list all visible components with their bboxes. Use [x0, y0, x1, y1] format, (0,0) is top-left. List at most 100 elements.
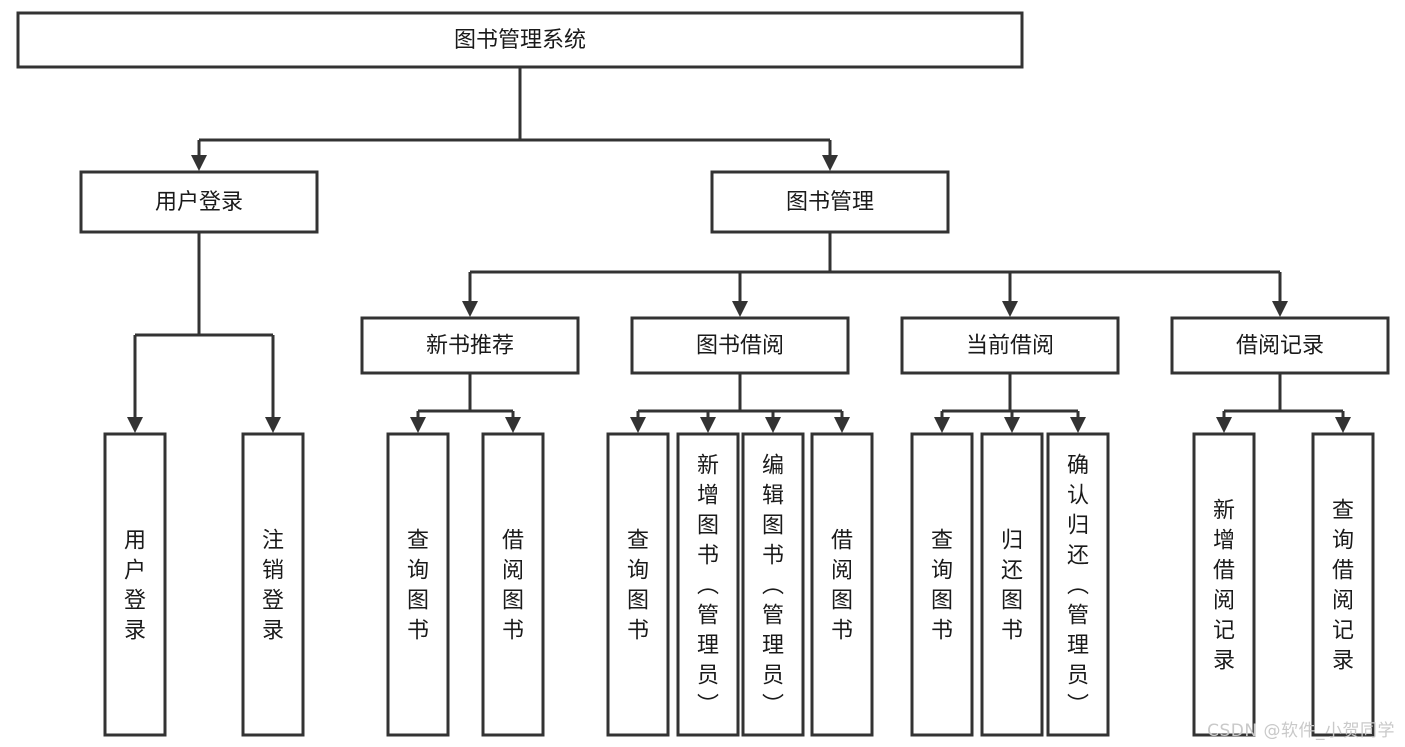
- node-leaf-borrow-book-1-label-char: 阅: [502, 559, 524, 584]
- arrow-head-icon: [1272, 301, 1288, 317]
- node-leaf-add-record-label-char: 记: [1213, 619, 1235, 644]
- node-leaf-user-login[interactable]: 用户登录: [103, 432, 167, 737]
- node-book-manage-label: 图书管理: [786, 190, 874, 215]
- node-leaf-query-book-2-label-char: 书: [627, 619, 649, 644]
- node-leaf-query-book-2-label-char: 询: [627, 559, 649, 584]
- node-new-book-recommend-label: 新书推荐: [426, 334, 514, 359]
- csdn-watermark: CSDN @软件_小贺同学: [1207, 721, 1395, 741]
- node-leaf-edit-book-label-char: 辑: [762, 484, 784, 509]
- arrow-head-icon: [1004, 417, 1020, 433]
- node-root[interactable]: 图书管理系统: [16, 11, 1024, 69]
- node-leaf-borrow-book-2-label-char: 书: [831, 619, 853, 644]
- node-leaf-query-book-1-label-char: 查: [407, 529, 429, 554]
- node-leaf-query-record-label-char: 询: [1332, 529, 1354, 554]
- node-leaf-query-record-label-char: 查: [1332, 499, 1354, 524]
- node-leaf-query-book-2-label-char: 查: [627, 529, 649, 554]
- node-leaf-edit-book-label-char: 编: [762, 454, 784, 479]
- node-leaf-confirm-return-label-char: 还: [1067, 544, 1089, 569]
- node-root-rect: [16, 11, 1024, 69]
- node-leaf-add-record-label-char: 录: [1213, 649, 1235, 674]
- node-leaf-add-book-label-char: 员: [697, 664, 719, 689]
- node-leaf-add-book-label-char: 管: [697, 604, 719, 629]
- node-leaf-query-book-3-label-char: 图: [931, 589, 953, 614]
- node-leaf-edit-book-label-char: 图: [762, 514, 784, 539]
- node-leaf-add-book-label-char: 书: [697, 544, 719, 569]
- node-leaf-confirm-return-label-char: 确: [1067, 454, 1089, 479]
- node-leaf-add-book-rect: [676, 432, 740, 737]
- node-leaf-confirm-return-label-char: 员: [1067, 664, 1089, 689]
- node-borrow-record-label: 借阅记录: [1236, 334, 1324, 359]
- node-leaf-edit-book-label-char: 员: [762, 664, 784, 689]
- node-root-label: 图书管理系统: [454, 28, 586, 53]
- node-leaf-return-book-label-char: 还: [1001, 559, 1023, 584]
- arrow-head-icon: [410, 417, 426, 433]
- node-leaf-add-record-label-char: 阅: [1213, 589, 1235, 614]
- node-leaf-confirm-return-label-char: ︶: [1067, 694, 1089, 719]
- node-leaf-borrow-book-1-label-char: 书: [502, 619, 524, 644]
- arrow-head-icon: [934, 417, 950, 433]
- node-leaf-query-book-1-rect: [386, 432, 450, 737]
- node-leaf-edit-book-rect: [741, 432, 805, 737]
- arrow-head-icon: [191, 155, 207, 171]
- node-user-login[interactable]: 用户登录: [79, 170, 319, 234]
- node-leaf-add-book-label-char: 新: [697, 454, 719, 479]
- node-leaf-query-book-1-label-char: 书: [407, 619, 429, 644]
- node-leaf-return-book-label-char: 书: [1001, 619, 1023, 644]
- node-leaf-user-login-label-char: 户: [124, 559, 146, 584]
- node-leaf-confirm-return-label-char: 管: [1067, 604, 1089, 629]
- node-borrow-record[interactable]: 借阅记录: [1170, 316, 1390, 375]
- node-leaf-query-book-3-label-char: 查: [931, 529, 953, 554]
- node-leaf-user-login-label-char: 录: [124, 619, 146, 644]
- node-book-manage-rect: [710, 170, 950, 234]
- node-leaf-query-book-1-label-char: 询: [407, 559, 429, 584]
- arrow-head-icon: [630, 417, 646, 433]
- node-leaf-query-book-3-label-char: 书: [931, 619, 953, 644]
- node-leaf-return-book-label-char: 图: [1001, 589, 1023, 614]
- node-leaf-user-login-label-char: 登: [124, 589, 146, 614]
- node-leaf-borrow-book-1-label-char: 图: [502, 589, 524, 614]
- node-leaf-borrow-book-2-rect: [810, 432, 874, 737]
- node-leaf-add-record-label-char: 新: [1213, 499, 1235, 524]
- node-current-borrow[interactable]: 当前借阅: [900, 316, 1120, 375]
- arrow-head-icon: [1335, 417, 1351, 433]
- node-leaf-return-book-rect: [980, 432, 1044, 737]
- node-book-borrow[interactable]: 图书借阅: [630, 316, 850, 375]
- node-leaf-borrow-book-2-label-char: 借: [831, 529, 853, 554]
- node-borrow-record-rect: [1170, 316, 1390, 375]
- arrow-head-icon: [822, 155, 838, 171]
- arrow-head-icon: [700, 417, 716, 433]
- node-leaf-user-logout-label-char: 注: [262, 529, 284, 554]
- node-leaf-query-book-3-label-char: 询: [931, 559, 953, 584]
- node-leaf-query-book-2-rect: [606, 432, 670, 737]
- node-new-book-recommend[interactable]: 新书推荐: [360, 316, 580, 375]
- node-leaf-add-book-label-char: 增: [697, 484, 719, 509]
- node-book-manage[interactable]: 图书管理: [710, 170, 950, 234]
- node-leaf-query-book-3-rect: [910, 432, 974, 737]
- arrow-head-icon: [127, 417, 143, 433]
- node-user-login-rect: [79, 170, 319, 234]
- node-leaf-query-book-2-label-char: 图: [627, 589, 649, 614]
- node-leaf-return-book-label-char: 归: [1001, 529, 1023, 554]
- arrow-head-icon: [1070, 417, 1086, 433]
- arrow-head-icon: [765, 417, 781, 433]
- node-leaf-query-record-label-char: 借: [1332, 559, 1354, 584]
- node-book-borrow-label: 图书借阅: [696, 334, 784, 359]
- arrow-head-icon: [505, 417, 521, 433]
- arrow-head-icon: [732, 301, 748, 317]
- node-leaf-user-logout-rect: [241, 432, 305, 737]
- node-leaf-borrow-book-2-label-char: 图: [831, 589, 853, 614]
- arrow-head-icon: [1002, 301, 1018, 317]
